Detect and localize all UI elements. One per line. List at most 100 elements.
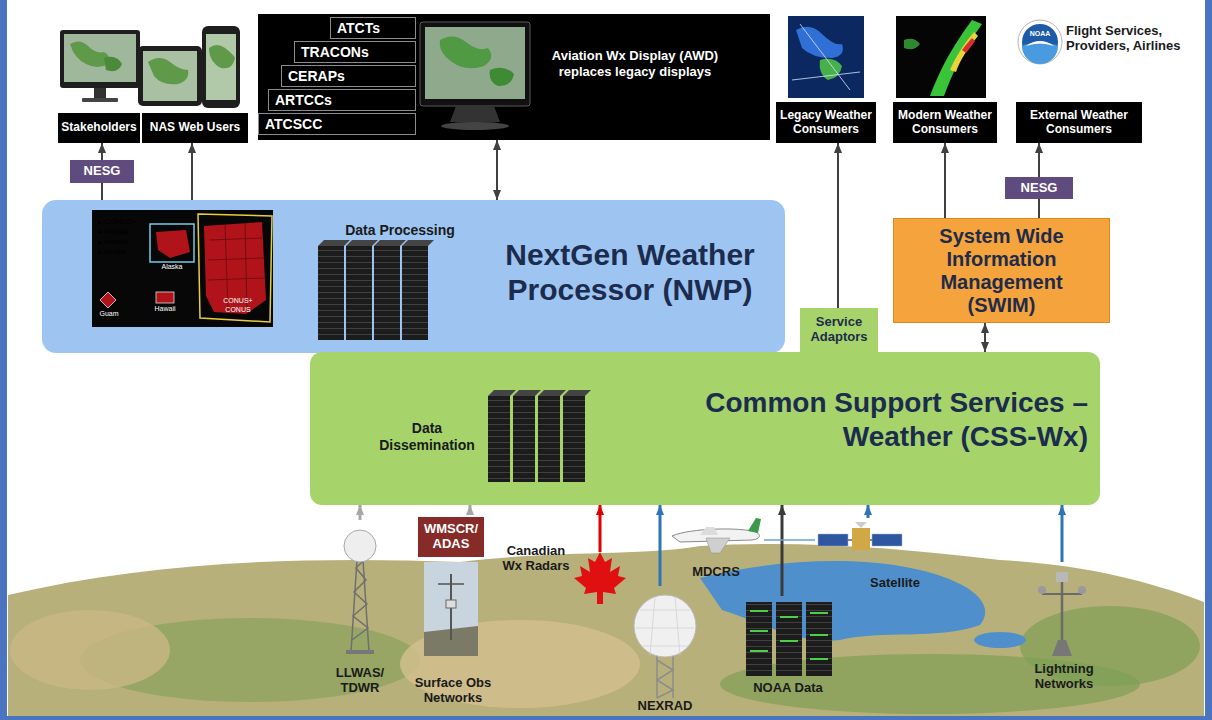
annotation-text: CONUS+ (214, 297, 262, 305)
label-holder: CONUS (214, 306, 262, 314)
consumer-box: Modern Weather Consumers (893, 102, 997, 143)
flow-arrow (867, 505, 870, 518)
text-holder: Modern Weather Consumers (895, 109, 995, 137)
facility-tab: ATCSCC (258, 113, 416, 135)
flow-arrow (191, 143, 193, 200)
node-label: CERAPs (288, 68, 345, 84)
annotation-text: CONUS (214, 306, 262, 314)
node-label: Data Processing (330, 222, 470, 239)
node-label: Legacy Weather Consumers (778, 109, 874, 137)
node-label: Alaska (97, 227, 128, 237)
nexrad-radome (634, 595, 696, 698)
gateway-box: NESG (70, 160, 134, 183)
node-label: External Weather Consumers (1018, 109, 1140, 137)
flow-arrow (1061, 505, 1064, 562)
flow-arrow (469, 505, 472, 515)
source-tag: WMSCR/ ADAS (418, 517, 484, 557)
server-racks (318, 240, 434, 340)
text-holder: Service Adaptors (802, 315, 876, 345)
node-label: ATCTs (337, 20, 380, 36)
adaptor-box: Service Adaptors (800, 308, 878, 352)
llwas-tower (344, 530, 376, 654)
text-holder: MDCRS (692, 565, 740, 580)
text-holder: Data Processing (330, 222, 470, 239)
text-holder: NextGen Weather Processor (NWP) (478, 238, 782, 307)
text-holder: Lightning Networks (1022, 662, 1106, 692)
flow-arrow (101, 183, 103, 200)
flow-arrow (496, 140, 498, 200)
node-label: Lightning Networks (1022, 662, 1106, 692)
annotation-text: NOAA (1026, 30, 1054, 38)
flow-arrow (359, 505, 362, 520)
flow-arrow (101, 143, 103, 160)
node-label: Service Adaptors (802, 315, 876, 345)
modern-display-image (896, 16, 986, 98)
node-label: LLWAS/ TDWR (332, 666, 388, 696)
terrain-map (8, 544, 1204, 716)
flow-arrow (659, 505, 662, 586)
node-label: System Wide Information Management (SWIM… (912, 225, 1091, 317)
data-source: Satellite (815, 518, 935, 592)
aircraft (672, 518, 761, 553)
node-label: NOAA Data (753, 681, 823, 696)
node-label: CONUS+ (97, 217, 138, 227)
annotation-text: Flight Services, Providers, Airlines (1066, 24, 1194, 54)
lightning-sensor (1038, 572, 1086, 656)
label-holder: Alaska (150, 263, 194, 271)
text-holder: CERAPs (288, 68, 345, 84)
text-holder: CONUS+ (97, 217, 138, 227)
weather-station (424, 562, 478, 656)
flow-arrow (599, 505, 602, 540)
label-holder: Guam (96, 310, 122, 318)
gateway-box: NESG (1005, 177, 1073, 199)
annotation-text: Guam (96, 310, 122, 318)
node-label: Guam (97, 247, 126, 257)
node-label: Canadian Wx Radars (500, 544, 572, 574)
facility-tab: TRACONs (294, 41, 416, 63)
maple-leaf (574, 540, 626, 604)
text-holder: NEXRAD (638, 699, 693, 714)
node-label: NextGen Weather Processor (NWP) (478, 238, 782, 307)
text-holder: Surface Obs Networks (410, 676, 496, 706)
node-label: Hawaii (97, 237, 128, 247)
noaa-servers (746, 602, 832, 676)
text-holder: Stakeholders (61, 121, 136, 135)
system-box: Common Support Services – Weather (CSS-W… (310, 352, 1100, 505)
node-label: WMSCR/ ADAS (420, 522, 482, 552)
node-label: Stakeholders (61, 121, 136, 135)
node-label: TRACONs (301, 44, 369, 60)
node-label: Common Support Services – Weather (CSS-W… (622, 386, 1088, 453)
label-holder: Flight Services, Providers, Airlines (1066, 24, 1194, 54)
annotation-text: Alaska (150, 263, 194, 271)
node-label: NESG (1021, 181, 1058, 196)
flow-arrow (944, 143, 946, 218)
text-holder: NESG (84, 164, 121, 179)
text-holder: ARTCCs (275, 92, 332, 108)
node-label: Modern Weather Consumers (895, 109, 995, 137)
text-holder: System Wide Information Management (SWIM… (912, 225, 1091, 317)
audience-box: Stakeholders (58, 113, 140, 143)
node-label: Data Dissemination (364, 420, 490, 454)
flow-arrow (1038, 199, 1040, 218)
annotation-text: Hawaii (148, 305, 182, 313)
flow-arrow (764, 539, 815, 541)
text-holder: NOAA Data (753, 681, 823, 696)
text-holder: Satellite (862, 576, 928, 591)
audience-box: NAS Web Users (142, 113, 248, 143)
facility-tab: ARTCCs (268, 89, 416, 111)
flow-arrow (1038, 143, 1040, 177)
text-holder: NESG (1021, 181, 1058, 196)
text-holder: Legacy Weather Consumers (778, 109, 874, 137)
coverage-map (92, 210, 273, 327)
text-holder: TRACONs (301, 44, 369, 60)
node-label: Satellite (862, 576, 928, 591)
flow-arrow (837, 143, 839, 308)
text-holder: ATCSCC (265, 116, 322, 132)
text-holder: Hawaii (97, 237, 128, 247)
text-holder: Common Support Services – Weather (CSS-W… (622, 386, 1088, 453)
node-label: Aviation Wx Display (AWD) replaces legac… (535, 48, 735, 79)
awd-monitor (420, 22, 530, 130)
node-label: NAS Web Users (150, 121, 240, 135)
consumer-box: External Weather Consumers (1016, 102, 1142, 143)
flow-arrow (781, 505, 784, 596)
